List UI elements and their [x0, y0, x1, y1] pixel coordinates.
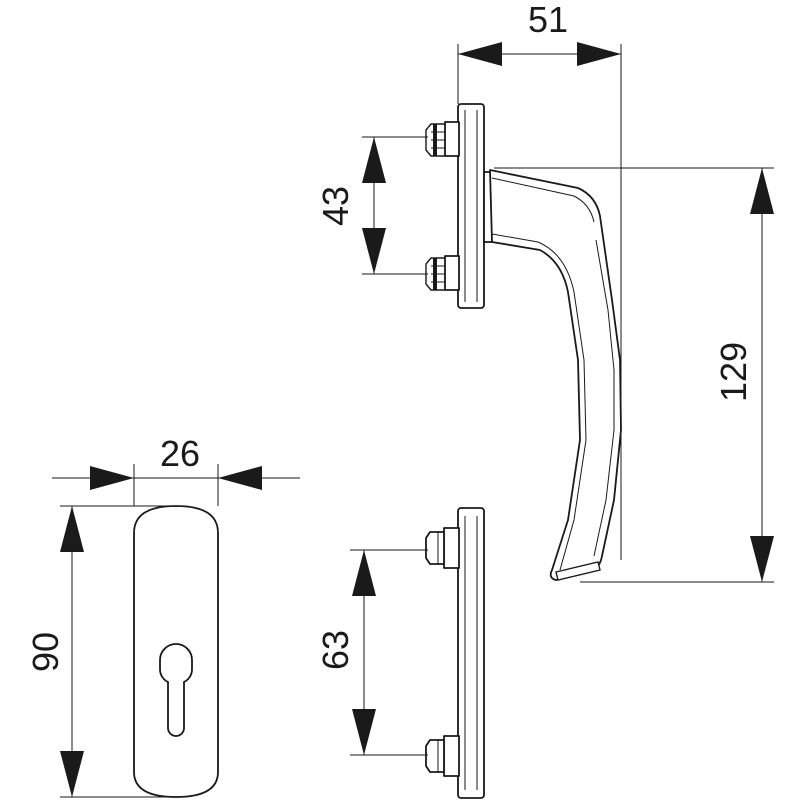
- escutcheon-plate-front-view: [133, 505, 219, 798]
- dimension-label-bolt-spacing-top: 43: [315, 186, 356, 226]
- dimension-label-handle-length: 129: [713, 342, 754, 402]
- dimension-bolt-spacing-top: 43: [315, 136, 428, 275]
- rose-top-boss: [425, 527, 460, 569]
- rose-bottom-boss: [425, 735, 460, 777]
- dimension-label-handle-depth: 51: [528, 0, 568, 40]
- dimension-label-bolt-spacing-bottom: 63: [315, 630, 356, 670]
- dimension-handle-depth: 51: [457, 0, 622, 560]
- cover-rose-side-view: [425, 507, 485, 799]
- dimension-plate-height: 90: [25, 505, 166, 798]
- profile-cylinder-keyhole: [159, 643, 193, 737]
- dimension-label-plate-width: 26: [160, 433, 200, 474]
- handle-bottom-fixing-boss: [425, 255, 460, 291]
- dimension-bolt-spacing-bottom: 63: [315, 549, 428, 756]
- handle-top-fixing-boss: [425, 121, 460, 157]
- handle-side-view: [425, 103, 622, 581]
- handle-rose-plate: [457, 103, 485, 309]
- dimension-label-plate-height: 90: [25, 632, 66, 672]
- handle-lever: [483, 169, 622, 581]
- dimension-plate-width: 26: [52, 433, 300, 506]
- dimension-handle-length: 129: [494, 167, 774, 583]
